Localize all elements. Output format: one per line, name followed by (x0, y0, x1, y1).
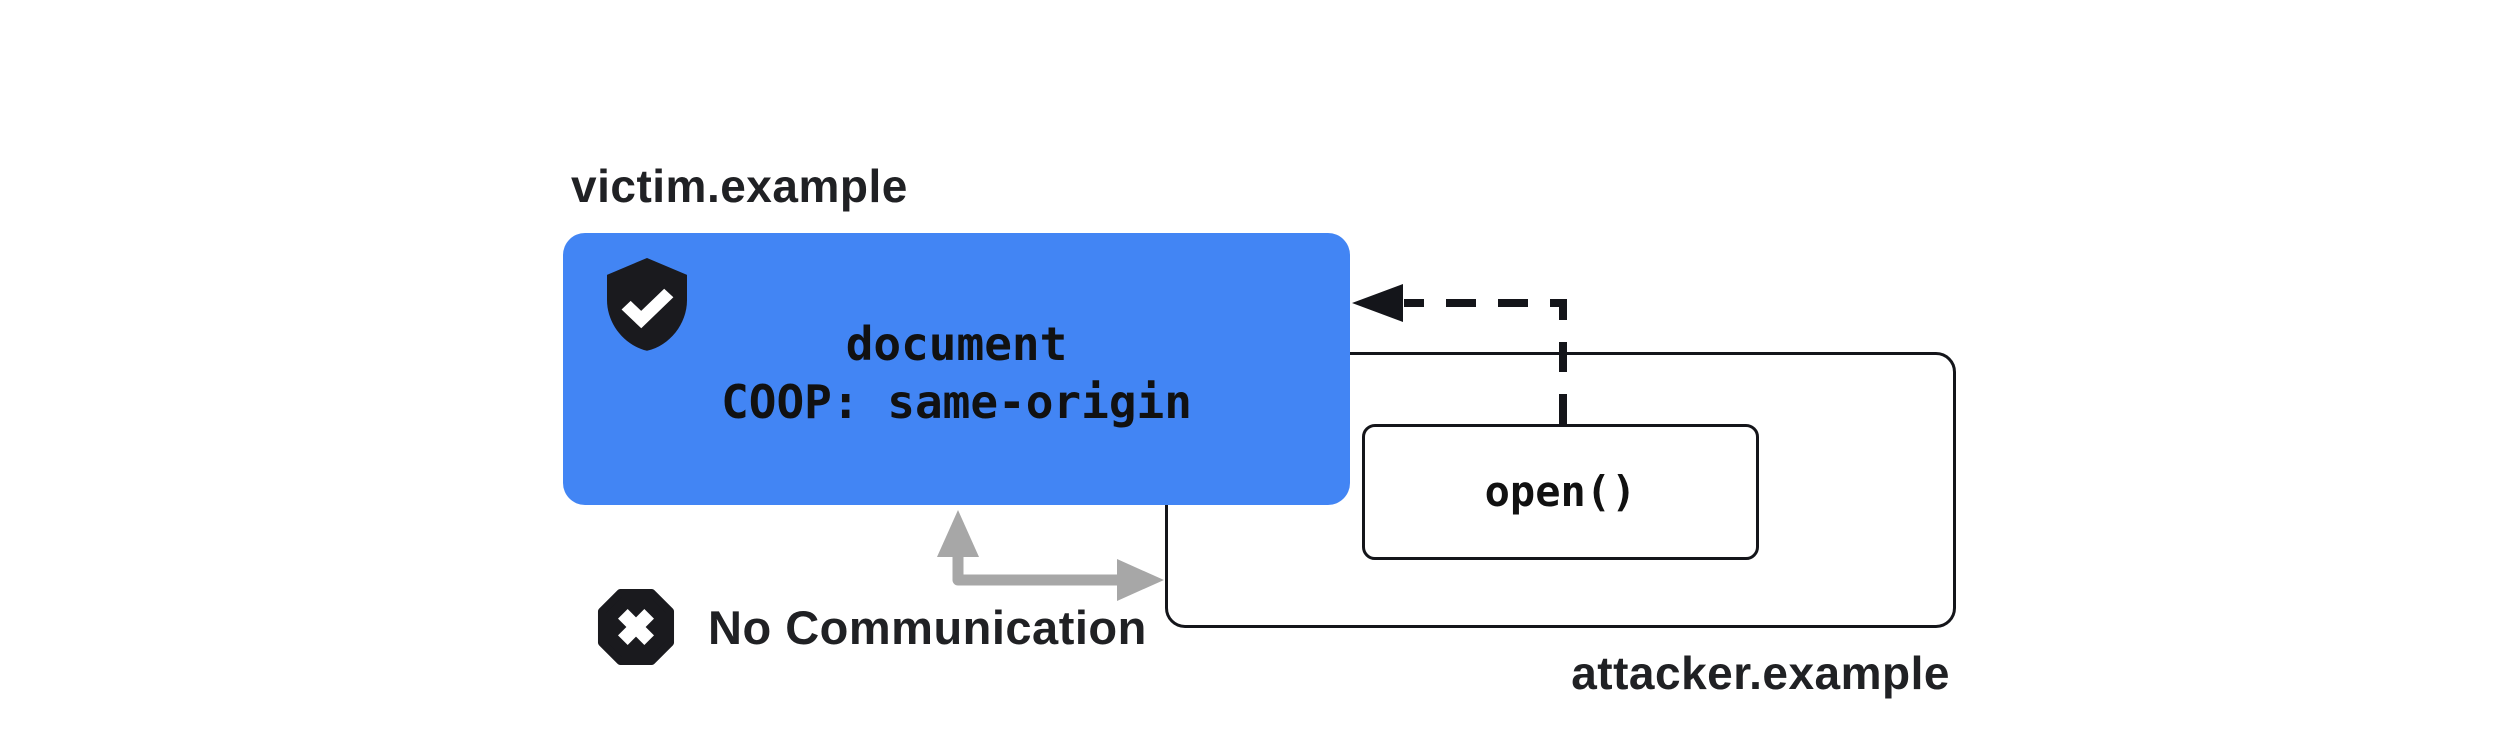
attacker-domain-label: attacker.example (1571, 647, 1950, 699)
victim-document-box: document COOP: same-origin (563, 233, 1350, 505)
no-communication-label: No Communication (708, 600, 1147, 654)
coop-header-label: COOP: same-origin (721, 375, 1192, 429)
blocked-x-icon (597, 588, 675, 666)
victim-domain-label: victim.example (571, 160, 908, 212)
no-communication: No Communication (597, 588, 1147, 666)
open-call-box: open() (1362, 424, 1759, 560)
document-label: document (845, 317, 1068, 372)
open-call-label: open() (1484, 467, 1637, 516)
shield-check-icon (607, 258, 687, 351)
victim-document-text: document COOP: same-origin (721, 316, 1192, 432)
